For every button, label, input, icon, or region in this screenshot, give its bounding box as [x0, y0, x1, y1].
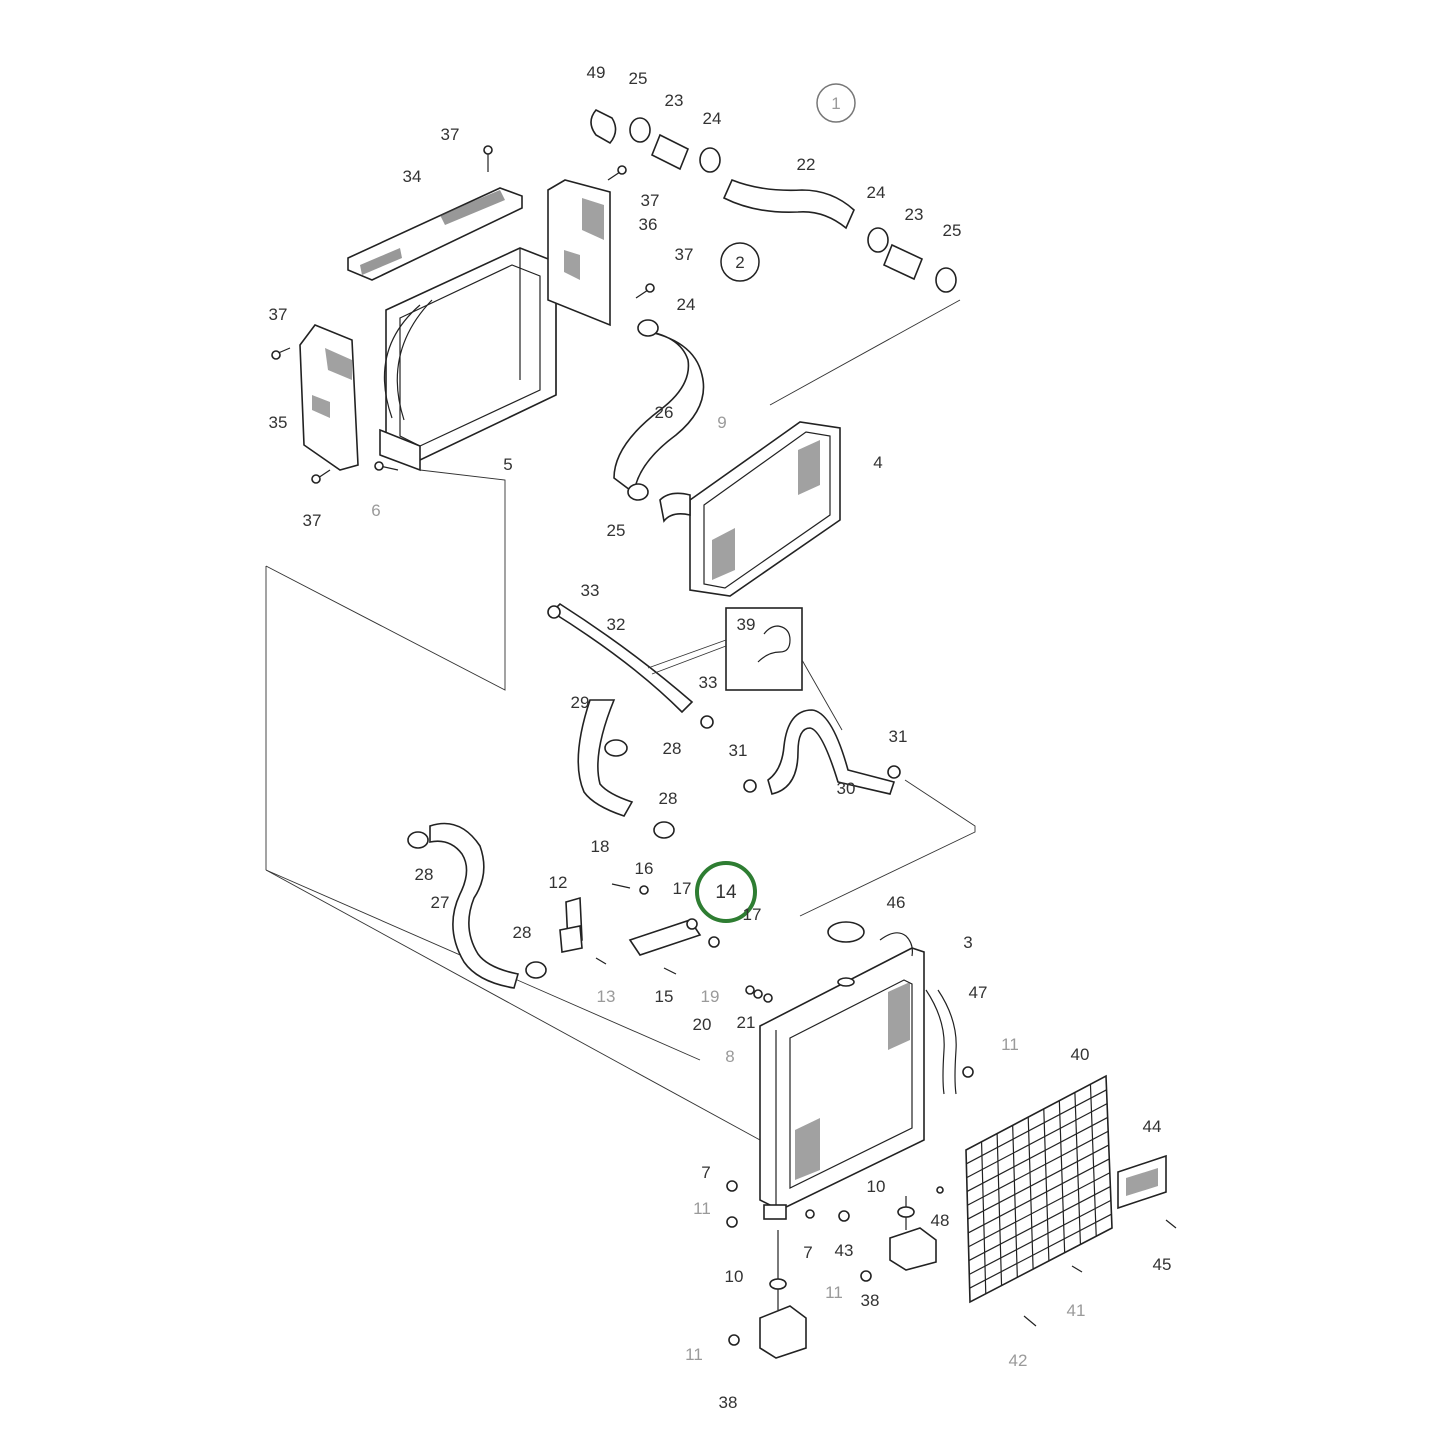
callout-42[interactable]: 42: [1009, 1351, 1028, 1370]
callout-40[interactable]: 40: [1071, 1045, 1090, 1064]
bracket-group: [559, 883, 773, 1003]
callout-11[interactable]: 11: [693, 1199, 711, 1218]
callout-29[interactable]: 29: [571, 693, 590, 712]
callout-46[interactable]: 46: [887, 893, 906, 912]
callout-28[interactable]: 28: [513, 923, 532, 942]
callout-37[interactable]: 37: [641, 191, 660, 210]
callout-38[interactable]: 38: [861, 1291, 880, 1310]
fan-shroud-5: [379, 247, 557, 472]
ref-1-label: 1: [831, 94, 840, 113]
callout-32[interactable]: 32: [607, 615, 626, 634]
callout-25[interactable]: 25: [943, 221, 962, 240]
callout-17[interactable]: 17: [743, 905, 762, 924]
callout-41[interactable]: 41: [1067, 1301, 1086, 1320]
callout-11[interactable]: 11: [685, 1345, 703, 1364]
callout-11[interactable]: 11: [825, 1283, 843, 1302]
callout-23[interactable]: 23: [905, 205, 924, 224]
ref-circle-1: 1: [816, 83, 856, 123]
ref-2-label: 2: [735, 253, 744, 272]
callout-9[interactable]: 9: [717, 413, 726, 432]
callout-12[interactable]: 12: [549, 873, 568, 892]
callout-20[interactable]: 20: [693, 1015, 712, 1034]
callout-49[interactable]: 49: [587, 63, 606, 82]
callout-4[interactable]: 4: [873, 453, 882, 472]
callout-11[interactable]: 11: [1001, 1035, 1019, 1054]
callout-14-label: 14: [715, 882, 737, 903]
callout-18[interactable]: 18: [591, 837, 610, 856]
callout-21[interactable]: 21: [737, 1013, 756, 1032]
callout-37[interactable]: 37: [675, 245, 694, 264]
callout-13[interactable]: 13: [597, 987, 616, 1006]
radiator-3: [759, 921, 957, 1220]
callout-5[interactable]: 5: [503, 455, 512, 474]
top-cover-34: [347, 187, 523, 281]
highlight-callout-14[interactable]: 14: [695, 861, 757, 923]
callout-31[interactable]: 31: [889, 727, 908, 746]
frame-outline: [265, 299, 976, 1141]
callout-26[interactable]: 26: [655, 403, 674, 422]
callout-25[interactable]: 25: [629, 69, 648, 88]
callout-34[interactable]: 34: [403, 167, 422, 186]
callout-35[interactable]: 35: [269, 413, 288, 432]
callout-27[interactable]: 27: [431, 893, 450, 912]
inset-box-39: [647, 607, 843, 731]
callout-28[interactable]: 28: [659, 789, 678, 808]
intercooler-4: [659, 421, 841, 597]
grille-40: [965, 1074, 1113, 1304]
callout-45[interactable]: 45: [1153, 1255, 1172, 1274]
callout-10[interactable]: 10: [725, 1267, 744, 1286]
side-plate-36: [547, 179, 611, 327]
hose-26: [613, 319, 705, 501]
callout-43[interactable]: 43: [835, 1241, 854, 1260]
callout-19[interactable]: 19: [701, 987, 720, 1006]
callout-17[interactable]: 17: [673, 879, 692, 898]
callout-30[interactable]: 30: [837, 779, 856, 798]
callout-31[interactable]: 31: [729, 741, 748, 760]
callout-6[interactable]: 6: [371, 501, 380, 520]
plate-44: [1023, 1154, 1177, 1327]
callout-38[interactable]: 38: [719, 1393, 738, 1412]
callout-28[interactable]: 28: [663, 739, 682, 758]
hoses-lower: [407, 602, 901, 989]
callout-37[interactable]: 37: [303, 511, 322, 530]
callout-24[interactable]: 24: [677, 295, 696, 314]
callout-16[interactable]: 16: [635, 859, 654, 878]
callout-24[interactable]: 24: [703, 109, 722, 128]
callout-33[interactable]: 33: [699, 673, 718, 692]
callout-24[interactable]: 24: [867, 183, 886, 202]
callout-10[interactable]: 10: [867, 1177, 886, 1196]
callout-37[interactable]: 37: [269, 305, 288, 324]
callout-36[interactable]: 36: [639, 215, 658, 234]
callout-39[interactable]: 39: [737, 615, 756, 634]
mount-38: [726, 1066, 974, 1359]
callout-22[interactable]: 22: [797, 155, 816, 174]
callout-23[interactable]: 23: [665, 91, 684, 110]
callout-47[interactable]: 47: [969, 983, 988, 1002]
callout-48[interactable]: 48: [931, 1211, 950, 1230]
callout-15[interactable]: 15: [655, 987, 674, 1006]
callout-28[interactable]: 28: [415, 865, 434, 884]
callout-3[interactable]: 3: [963, 933, 972, 952]
bolt-37-group: [271, 145, 655, 484]
callout-8[interactable]: 8: [725, 1047, 734, 1066]
side-cover-35: [299, 324, 359, 471]
ref-circle-2: 2: [720, 242, 760, 282]
callout-37[interactable]: 37: [441, 125, 460, 144]
intercooler-pipe-upper: [590, 109, 957, 293]
callout-7[interactable]: 7: [803, 1243, 812, 1262]
callout-25[interactable]: 25: [607, 521, 626, 540]
callout-33[interactable]: 33: [581, 581, 600, 600]
callout-44[interactable]: 44: [1143, 1117, 1162, 1136]
callout-7[interactable]: 7: [701, 1163, 710, 1182]
